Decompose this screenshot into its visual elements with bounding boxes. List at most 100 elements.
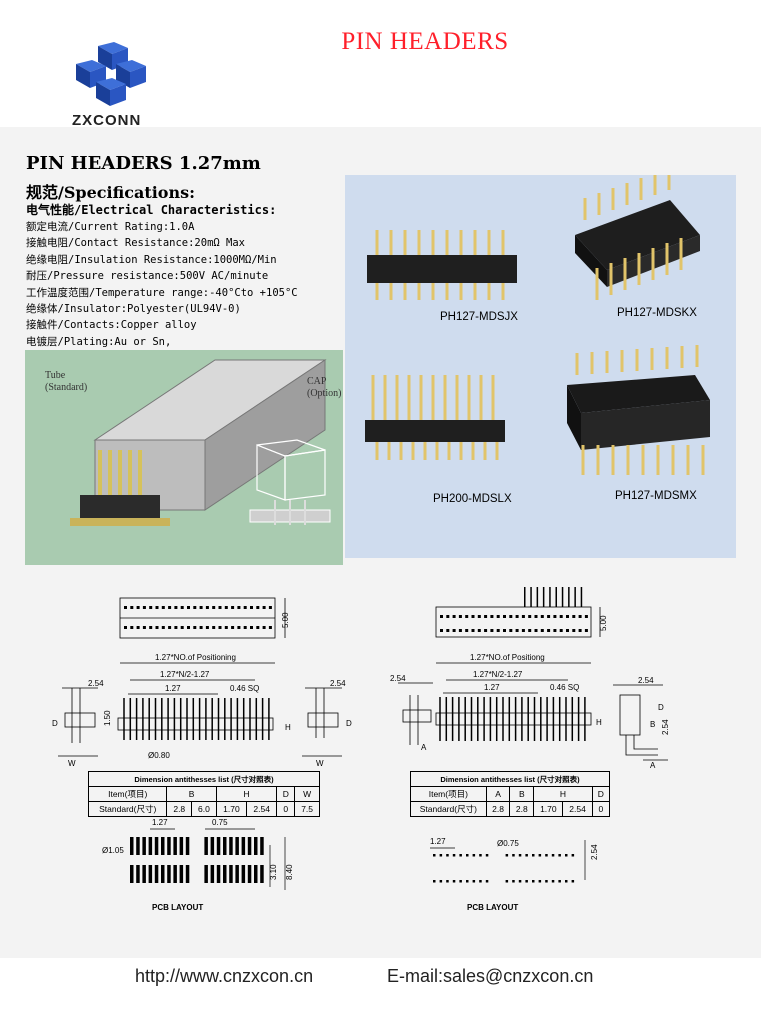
left-dimension-drawing: 5.00 1.27*NO.of Positioning 1.27*N/2-1.2…: [52, 597, 352, 768]
pin-square: [559, 615, 563, 618]
pcb-254: 2.54: [590, 844, 599, 860]
footer-email-link[interactable]: E-mail:sales@cnzxcon.cn: [387, 966, 594, 986]
pin-square: [458, 615, 462, 618]
pin-square: [136, 626, 140, 629]
dim-half: 1.27*N/2-1.27: [473, 670, 523, 679]
pin-square: [446, 629, 450, 632]
pin-square: [268, 606, 272, 609]
pin-tail: [549, 587, 551, 607]
pcb-hole: [479, 854, 482, 857]
pcb-pad: [247, 865, 252, 883]
pcb-840: 8.40: [285, 864, 294, 880]
footer-website-link[interactable]: http://www.cnzxcon.cn: [135, 966, 314, 986]
tube-illustration: Tube (Standard) CAP (Option): [45, 359, 341, 526]
dim-150: 1.50: [103, 710, 112, 726]
pin-square: [243, 626, 247, 629]
pcb-pad: [247, 837, 252, 855]
pcb-pad: [173, 837, 177, 855]
dim-a-right: A: [650, 761, 656, 770]
pcb-hole: [433, 854, 436, 857]
table-header-w: W: [294, 786, 320, 802]
pcb-pad: [136, 837, 140, 855]
pin-tail: [568, 587, 570, 607]
dim-height-500: 5.00: [599, 615, 608, 631]
pin-square: [509, 629, 513, 632]
pin-square: [174, 626, 178, 629]
pin-square: [440, 629, 443, 632]
spec-item: 接触电阻/Contact Resistance:20mΩ Max: [26, 237, 246, 250]
dim-w-right: W: [316, 759, 324, 768]
product-name-mdsmx: PH127-MDSMX: [615, 490, 697, 502]
product-photo-panel: PH127-MDSJX PH127-MDSKX PH200-MDSLX PH12…: [345, 168, 736, 558]
pin-square: [193, 606, 197, 609]
pin-square: [484, 615, 488, 618]
table-cell: 1.70: [533, 801, 564, 817]
pcb-pad: [204, 865, 208, 883]
header-mdsjx-image: [367, 255, 517, 283]
pin-square: [566, 629, 569, 632]
zxconn-logo: [76, 42, 146, 106]
pin-square: [458, 629, 462, 632]
dim-h-right: H: [596, 718, 602, 727]
pin-square: [180, 606, 184, 609]
dim-w-left: W: [68, 759, 76, 768]
spec-item: 接触件/Contacts:Copper alloy: [26, 319, 197, 332]
pin-square: [584, 629, 588, 632]
pcb-310: 3.10: [269, 864, 278, 880]
pin-tail: [542, 587, 545, 607]
pin-tail: [580, 587, 583, 607]
pin-square: [149, 606, 153, 609]
pin-tail: [536, 587, 539, 607]
pin-square: [578, 615, 582, 618]
pin-square: [155, 606, 159, 609]
pin-square: [205, 626, 209, 629]
pcb-pad: [254, 837, 258, 855]
pcb-pad: [154, 837, 159, 855]
pin-square: [155, 626, 159, 629]
pin-square: [142, 626, 146, 629]
pcb-layout-label: PCB LAYOUT: [467, 903, 518, 912]
pcb-hole: [466, 880, 469, 883]
pin-square: [584, 615, 588, 618]
pin-square: [237, 606, 241, 609]
dim-pitch: 1.27: [165, 684, 181, 693]
table-header-h: H: [215, 786, 278, 802]
pcb-pad: [173, 865, 177, 883]
pin-square: [572, 629, 576, 632]
pin-square: [540, 615, 544, 618]
pin-square: [521, 615, 525, 618]
pin-tail: [561, 587, 564, 607]
left-dimension-table: Dimension antithesses list (尺寸对照表) Item(…: [87, 771, 320, 817]
pin-square: [130, 606, 134, 609]
pcb-pitch: 1.27: [152, 818, 168, 827]
pcb-hole: Ø1.05: [102, 846, 124, 855]
pin-square: [521, 629, 525, 632]
left-pcb-layout: 1.27 0.75 Ø1.05 3.10 8.40 PCB LAYOUT: [102, 818, 294, 912]
pcb-hole: [545, 880, 548, 883]
pcb-pad: [148, 865, 153, 883]
dim-d-right: D: [658, 703, 664, 712]
pcb-pad: [204, 837, 208, 855]
pcb-pad: [229, 865, 233, 883]
pin-square: [559, 629, 563, 632]
table-cell: 7.5: [294, 801, 320, 817]
pin-square: [496, 629, 500, 632]
dim-a-left: A: [421, 743, 427, 752]
pin-square: [237, 626, 241, 629]
table-header-h: H: [533, 786, 593, 802]
pin-square: [224, 606, 228, 609]
spec-item: 绝缘体/Insulator:Polyester(UL94V-0): [26, 303, 241, 316]
pin-tail: [530, 587, 532, 607]
pcb-hole: [512, 880, 515, 883]
cap-label-1: CAP: [307, 376, 327, 387]
pcb-hole: [545, 854, 548, 857]
spec-item: 工作温度范围/Temperature range:-40°Cto +105°C: [26, 286, 298, 299]
table-header-d: D: [276, 786, 296, 802]
product-name-mdsjx: PH127-MDSJX: [440, 311, 518, 323]
pcb-hole: [558, 880, 561, 883]
pin-square: [168, 606, 172, 609]
pcb-pad: [130, 837, 134, 855]
pin-square: [218, 606, 222, 609]
pcb-pad: [136, 865, 140, 883]
pin-square: [534, 629, 538, 632]
